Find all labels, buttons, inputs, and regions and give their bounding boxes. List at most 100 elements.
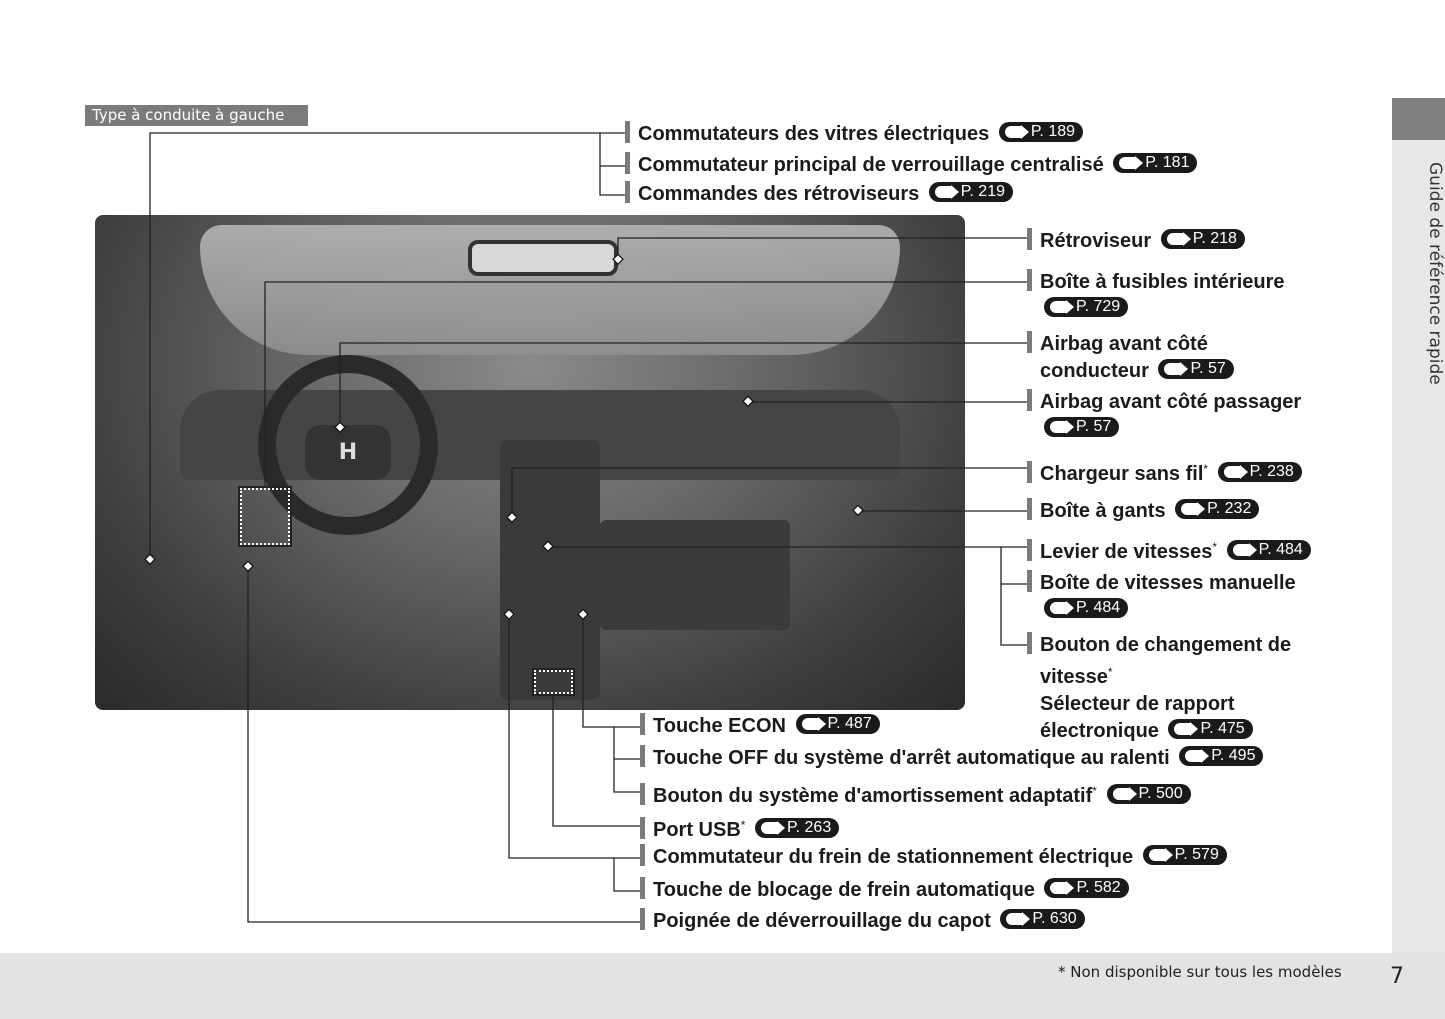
callout-item: Boîte à fusibles intérieure P. 729 (1027, 269, 1285, 323)
callout-bar (1027, 570, 1032, 592)
callout-bar (1027, 269, 1032, 291)
page-ref-link[interactable]: P. 582 (1044, 878, 1129, 898)
page-ref-text: P. 500 (1138, 785, 1183, 802)
footer-band (0, 953, 1445, 1019)
callout-bar (1027, 632, 1032, 654)
page-ref-link[interactable]: P. 484 (1044, 598, 1129, 618)
page-number: 7 (1390, 964, 1404, 989)
page-ref-text: P. 729 (1076, 298, 1121, 315)
page-ref-link[interactable]: P. 57 (1158, 359, 1234, 379)
arrow-right-icon (1185, 749, 1210, 763)
callout-item: Commutateur principal de verrouillage ce… (625, 152, 1198, 179)
arrow-right-icon (1050, 420, 1074, 434)
callout-item: Boîte à gants P. 232 (1027, 498, 1260, 525)
page-ref-link[interactable]: P. 484 (1226, 540, 1311, 560)
page-ref-text: P. 232 (1207, 500, 1252, 517)
callout-bar (640, 783, 645, 805)
honda-logo: H (305, 425, 391, 480)
page-ref-text: P. 495 (1211, 747, 1256, 764)
page-ref-link[interactable]: P. 630 (1000, 909, 1085, 929)
page-ref-link[interactable]: P. 238 (1217, 462, 1302, 482)
callout-item: Commandes des rétroviseurs P. 219 (625, 181, 1013, 208)
page-ref-text: P. 579 (1174, 846, 1219, 863)
page-ref-link[interactable]: P. 579 (1142, 845, 1227, 865)
callout-label: Airbag avant côté passager (1040, 391, 1302, 413)
availability-asterisk: * (1212, 540, 1218, 554)
callout-bar (640, 817, 645, 839)
callout-label: Port USB (653, 819, 741, 841)
callout-bar (1027, 389, 1032, 411)
footnote: * Non disponible sur tous les modèles (1058, 963, 1342, 981)
section-tab-marker (1392, 98, 1445, 140)
callout-label: Commutateur du frein de stationnement él… (653, 846, 1134, 868)
arrow-right-icon (1148, 848, 1173, 862)
availability-asterisk: * (1107, 665, 1113, 679)
section-tab (1392, 140, 1445, 953)
callout-label: Boîte à gants (1040, 500, 1166, 522)
page-ref-link[interactable]: P. 475 (1168, 719, 1253, 739)
arrow-right-icon (1232, 543, 1257, 557)
callout-label: Commutateurs des vitres électriques (638, 123, 990, 145)
callout-item: Levier de vitesses* P. 484 (1027, 534, 1311, 566)
page-ref-link[interactable]: P. 500 (1106, 784, 1191, 804)
page-ref-text: P. 630 (1032, 910, 1077, 927)
arrow-right-icon (1050, 300, 1074, 314)
page-ref-link[interactable]: P. 219 (928, 182, 1013, 202)
callout-label: vitesse (1040, 666, 1108, 688)
page-ref-text: P. 218 (1192, 230, 1237, 247)
callout-bar (625, 121, 630, 143)
arrow-right-icon (801, 717, 826, 731)
page-ref-link[interactable]: P. 218 (1160, 229, 1245, 249)
callout-label: Bouton de changement de (1040, 634, 1292, 656)
callout-label: Poignée de déverrouillage du capot (653, 910, 991, 932)
callout-item: Airbag avant côté passager P. 57 (1027, 389, 1301, 443)
section-tab-label: Guide de référence rapide (1425, 161, 1445, 385)
page-ref-text: P. 219 (960, 183, 1005, 200)
arrow-right-icon (1006, 912, 1031, 926)
callout-item: Chargeur sans fil* P. 238 (1027, 456, 1302, 488)
page-ref-link[interactable]: P. 232 (1175, 499, 1260, 519)
callout-label: Boîte à fusibles intérieure (1040, 271, 1285, 293)
callout-label: Chargeur sans fil (1040, 463, 1204, 485)
arrow-right-icon (761, 821, 786, 835)
page-ref-link[interactable]: P. 57 (1044, 417, 1120, 437)
usb-port-marker (532, 668, 575, 696)
arrow-right-icon (1112, 787, 1137, 801)
callout-label: Commandes des rétroviseurs (638, 183, 920, 205)
callout-label: Levier de vitesses (1040, 541, 1213, 563)
page-ref-text: P. 238 (1249, 463, 1294, 480)
callout-label: Airbag avant côté (1040, 333, 1208, 355)
page-ref-text: P. 57 (1076, 418, 1112, 435)
page-ref-link[interactable]: P. 181 (1113, 153, 1198, 173)
callout-item: Port USB* P. 263 (640, 812, 840, 844)
callout-bar (1027, 539, 1032, 561)
callout-item: Touche OFF du système d'arrêt automatiqu… (640, 745, 1264, 772)
page-ref-link[interactable]: P. 729 (1044, 297, 1129, 317)
page-ref-link[interactable]: P. 495 (1179, 746, 1264, 766)
callout-item: Touche ECON P. 487 (640, 713, 880, 740)
callout-bar (640, 908, 645, 930)
callout-item: Bouton du système d'amortissement adapta… (640, 778, 1191, 810)
callout-label: Commutateur principal de verrouillage ce… (638, 154, 1104, 176)
page-ref-link[interactable]: P. 263 (755, 818, 840, 838)
availability-asterisk: * (1092, 784, 1097, 798)
callout-item: Poignée de déverrouillage du capot P. 63… (640, 908, 1085, 935)
page-ref-text: P. 475 (1200, 720, 1245, 737)
callout-bar (625, 181, 630, 203)
callout-bar (640, 745, 645, 767)
arrow-right-icon (1174, 722, 1199, 736)
page-ref-link[interactable]: P. 189 (998, 122, 1084, 142)
callout-item: Commutateur du frein de stationnement él… (640, 844, 1227, 871)
page-ref-text: P. 484 (1258, 541, 1303, 558)
page-ref-link[interactable]: P. 487 (795, 714, 880, 734)
arrow-right-icon (1119, 156, 1144, 170)
variant-label: Type à conduite à gauche (85, 105, 308, 126)
callout-item: Touche de blocage de frein automatique P… (640, 877, 1129, 904)
arrow-right-icon (1164, 362, 1189, 376)
callout-item: Rétroviseur P. 218 (1027, 228, 1245, 255)
callout-label: Touche de blocage de frein automatique (653, 879, 1035, 901)
